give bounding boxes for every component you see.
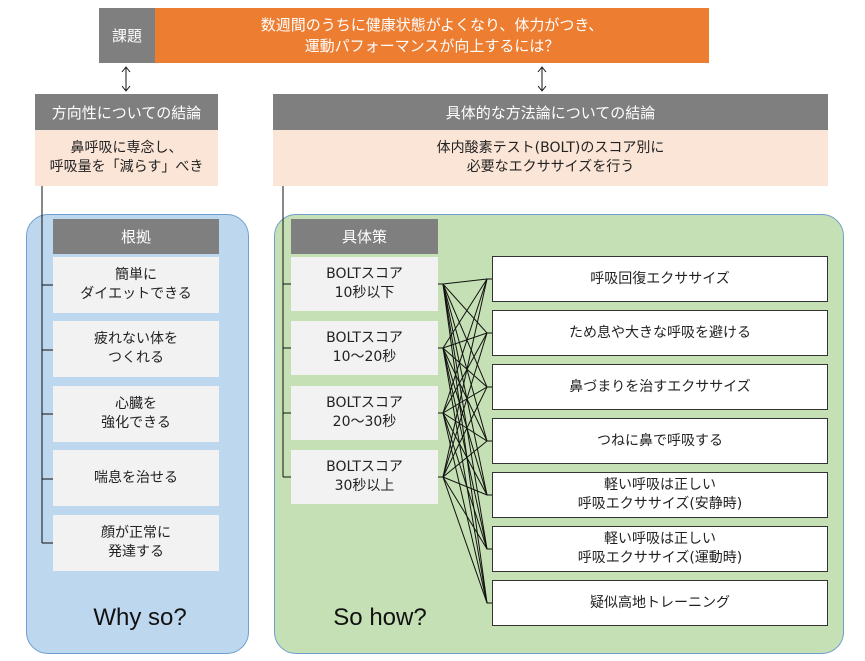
bolt-score-text: BOLTスコア 10～20秒	[326, 330, 403, 365]
left-heading: 方向性についての結論	[35, 94, 218, 130]
exercise-text: 呼吸回復エクササイズ	[590, 270, 730, 287]
reason-item: 簡単に ダイエットできる	[53, 257, 219, 313]
right-conclusion: 体内酸素テスト(BOLT)のスコア別に 必要なエクササイズを行う	[273, 130, 828, 186]
exercise-text: 軽い呼吸は正しい 呼吸エクササイズ(運動時)	[577, 531, 743, 566]
right-conclusion-text: 体内酸素テスト(BOLT)のスコア別に 必要なエクササイズを行う	[436, 140, 665, 175]
exercise-box: つねに鼻で呼吸する	[492, 418, 828, 464]
exercise-text: つねに鼻で呼吸する	[597, 432, 723, 449]
bolt-score-text: BOLTスコア 30秒以上	[326, 459, 403, 494]
why-so-text: Why so?	[93, 604, 187, 631]
exercise-text: 鼻づまりを治すエクササイズ	[569, 378, 751, 395]
left-panel-title-text: 根拠	[120, 228, 151, 246]
exercise-box: ため息や大きな呼吸を避ける	[492, 310, 828, 356]
reason-item-text: 疲れない体を つくれる	[94, 331, 178, 366]
right-panel-title-text: 具体策	[341, 228, 387, 246]
header-title-text: 数週間のうちに健康状態がよくなり、体力がつき、 運動パフォーマンスが向上するには…	[260, 16, 604, 55]
header-title: 数週間のうちに健康状態がよくなり、体力がつき、 運動パフォーマンスが向上するには…	[155, 8, 709, 63]
so-how-text: So how?	[333, 604, 427, 631]
left-conclusion: 鼻呼吸に専念し、 呼吸量を「減らす」べき	[35, 130, 218, 186]
reason-item-text: 簡単に ダイエットできる	[80, 267, 192, 302]
bolt-score-box: BOLTスコア 10秒以下	[291, 257, 438, 311]
link-line	[438, 476, 492, 604]
bolt-score-box: BOLTスコア 20～30秒	[291, 386, 438, 440]
left-conclusion-text: 鼻呼吸に専念し、 呼吸量を「減らす」べき	[49, 140, 204, 175]
right-panel-title: 具体策	[291, 219, 438, 254]
exercise-text: ため息や大きな呼吸を避ける	[569, 324, 751, 341]
exercise-box: 軽い呼吸は正しい 呼吸エクササイズ(運動時)	[492, 526, 828, 572]
exercise-box: 疑似高地トレーニング	[492, 580, 828, 626]
header-tag-label: 課題	[111, 27, 142, 45]
reason-item: 喘息を治せる	[53, 450, 219, 506]
reason-item: 疲れない体を つくれる	[53, 321, 219, 377]
bolt-score-box: BOLTスコア 10～20秒	[291, 321, 438, 375]
right-heading: 具体的な方法論についての結論	[273, 94, 828, 130]
reason-item: 心臓を 強化できる	[53, 386, 219, 442]
right-heading-text: 具体的な方法論についての結論	[445, 103, 656, 122]
left-panel-title: 根拠	[53, 219, 219, 254]
bolt-score-text: BOLTスコア 20～30秒	[326, 395, 403, 430]
reason-item-text: 喘息を治せる	[94, 469, 178, 486]
exercise-box: 軽い呼吸は正しい 呼吸エクササイズ(安静時)	[492, 472, 828, 518]
exercise-box: 呼吸回復エクササイズ	[492, 256, 828, 302]
exercise-text: 疑似高地トレーニング	[590, 594, 730, 611]
reason-item: 顔が正常に 発達する	[53, 515, 219, 571]
link-line	[438, 347, 492, 604]
bolt-score-text: BOLTスコア 10秒以下	[326, 266, 403, 301]
header-tag: 課題	[99, 8, 155, 63]
exercise-box: 鼻づまりを治すエクササイズ	[492, 364, 828, 410]
reason-item-text: 顔が正常に 発達する	[101, 525, 171, 560]
why-so-label: Why so?	[60, 600, 220, 636]
bolt-score-box: BOLTスコア 30秒以上	[291, 450, 438, 504]
so-how-label: So how?	[300, 600, 460, 636]
left-heading-text: 方向性についての結論	[51, 103, 202, 122]
reason-item-text: 心臓を 強化できる	[101, 396, 171, 431]
score-exercise-links	[438, 278, 492, 604]
exercise-text: 軽い呼吸は正しい 呼吸エクササイズ(安静時)	[577, 477, 743, 512]
